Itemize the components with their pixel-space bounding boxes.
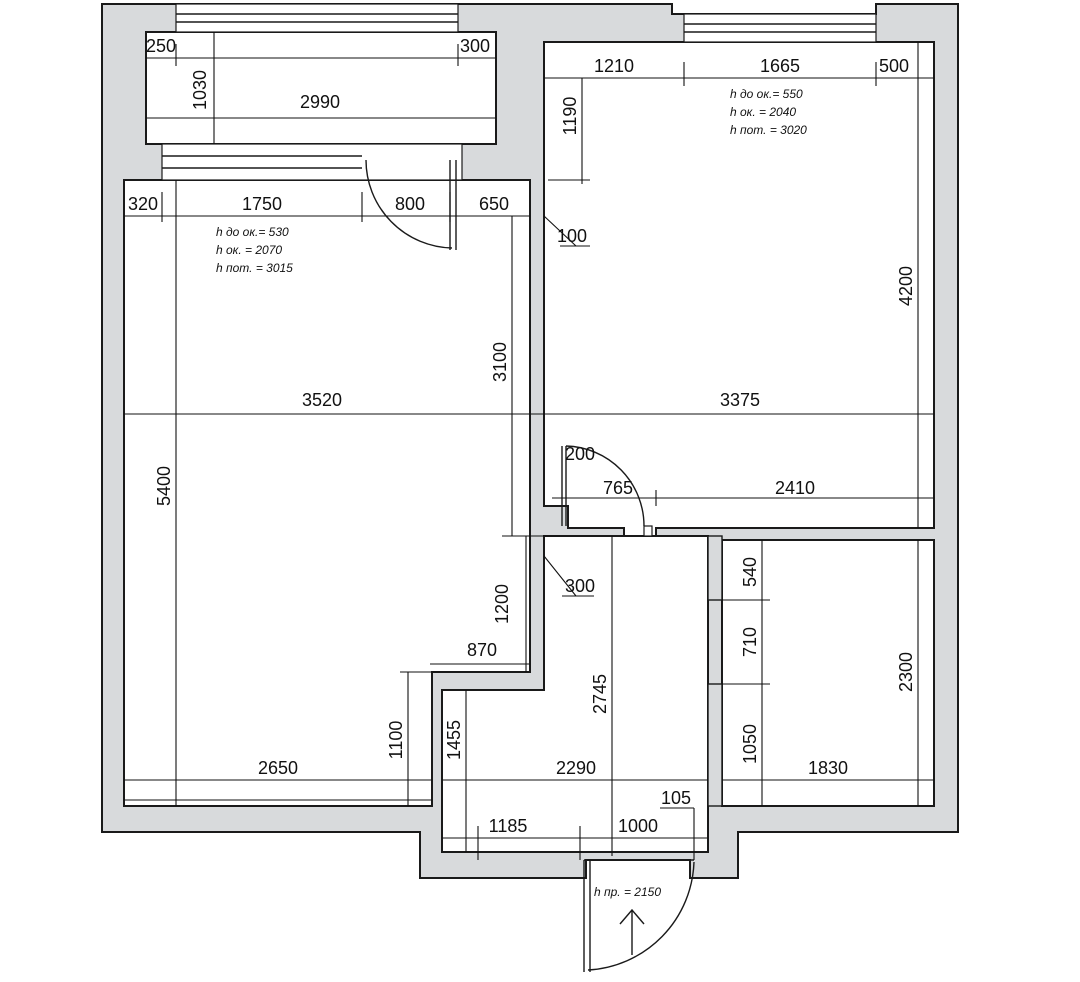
dim-room2-seg2: 1665 <box>760 56 800 76</box>
dim-room2-seg3: 500 <box>879 56 909 76</box>
dim-niche-width: 870 <box>467 640 497 660</box>
hall-bath-wall-2 <box>707 683 723 807</box>
note-entry-height: h пр. = 2150 <box>594 885 661 899</box>
entry-door <box>583 859 695 972</box>
dim-bath-top: 540 <box>740 557 760 587</box>
dim-room1-door: 800 <box>395 194 425 214</box>
room-2-door <box>561 445 653 537</box>
note-room1-window: h ок. = 2070 <box>216 243 282 257</box>
dim-room2-seg1: 1210 <box>594 56 634 76</box>
dim-partition: 100 <box>557 226 587 246</box>
dimension-lines <box>124 32 934 860</box>
dim-balcony-depth: 1030 <box>190 70 210 110</box>
dim-bath-door: 710 <box>740 627 760 657</box>
dim-room2-win-offset: 1190 <box>560 97 580 136</box>
dim-hall-seg1: 1185 <box>489 816 528 836</box>
arrow-up-icon <box>619 908 645 955</box>
dim-hall-width: 2290 <box>556 758 596 778</box>
dim-room2-width: 3375 <box>720 390 760 410</box>
hall-bath-wall <box>707 535 723 601</box>
dim-room1-height: 5400 <box>154 466 174 506</box>
dim-bath-width: 1830 <box>808 758 848 778</box>
dim-door-jamb: 200 <box>565 444 595 464</box>
dim-lower-left: 1100 <box>386 721 406 760</box>
note-room1-sill: h до ок.= 530 <box>216 225 289 239</box>
dim-lower-width: 2650 <box>258 758 298 778</box>
dim-bath-bottom: 1050 <box>740 724 760 764</box>
dim-room1-seg3: 650 <box>479 194 509 214</box>
note-room2-ceiling: h пот. = 3020 <box>730 123 807 137</box>
dim-room1-width: 3520 <box>302 390 342 410</box>
dim-wall-300: 300 <box>565 576 595 596</box>
note-room1-ceiling: h пот. = 3015 <box>216 261 293 275</box>
room-1-window <box>161 143 463 181</box>
dim-room1-upper: 3100 <box>490 342 510 382</box>
dim-room1-seg1: 320 <box>128 194 158 214</box>
note-room2-sill: h до ок.= 550 <box>730 87 803 101</box>
dim-door2-width: 765 <box>603 478 633 498</box>
dim-hall-left: 1455 <box>444 720 464 760</box>
balcony-window <box>175 3 459 33</box>
dim-balcony-right: 300 <box>460 36 490 56</box>
dim-room1-seg2: 1750 <box>242 194 282 214</box>
room-2-window <box>683 13 877 43</box>
dim-balcony-left: 250 <box>146 36 176 56</box>
dim-entry-door: 1000 <box>618 816 658 836</box>
dim-entry-jamb: 105 <box>661 788 691 808</box>
note-room2-window: h ок. = 2040 <box>730 105 796 119</box>
dim-hall-length: 2745 <box>590 674 610 714</box>
dim-wall-seg: 2410 <box>775 478 815 498</box>
dim-balcony-width: 2990 <box>300 92 340 112</box>
dim-step: 1200 <box>492 584 512 624</box>
dim-bath-height: 2300 <box>896 652 916 692</box>
dim-room2-height: 4200 <box>896 266 916 306</box>
